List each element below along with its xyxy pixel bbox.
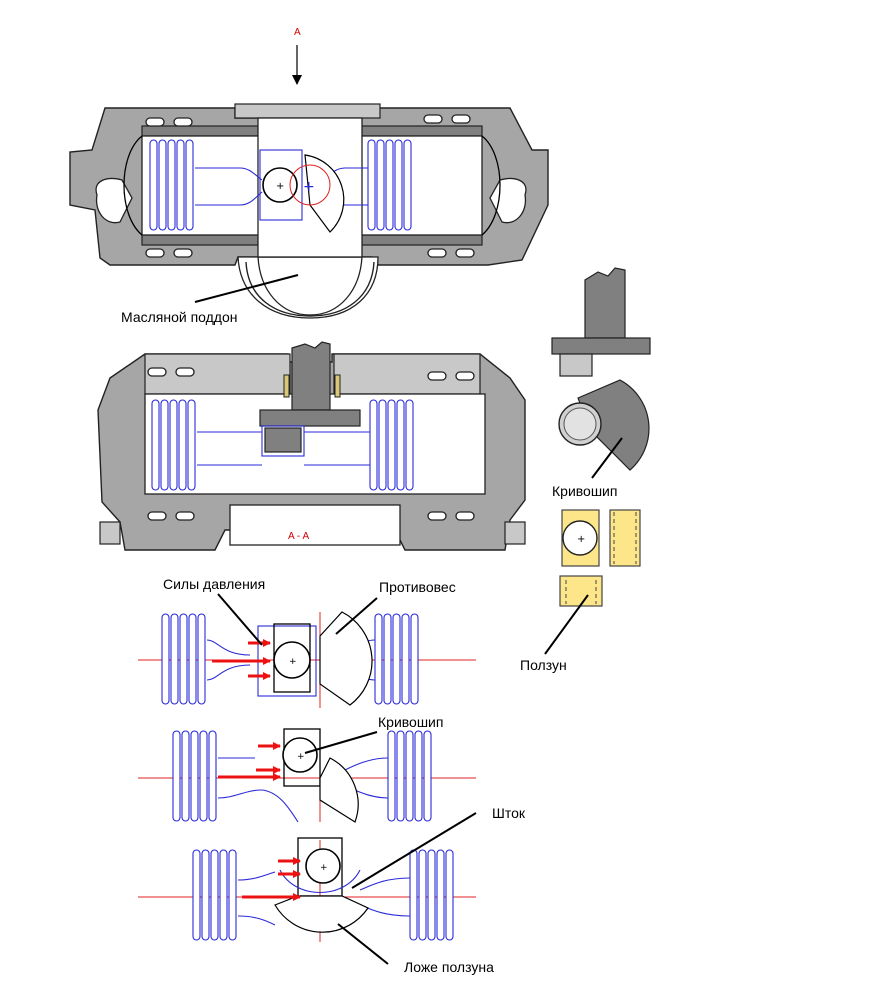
center-mark-top: + <box>276 181 284 192</box>
bolt-right <box>504 521 526 545</box>
crank-label-right: Кривошип <box>552 483 617 499</box>
section-left-fins <box>151 399 196 491</box>
brass-liner-right <box>334 374 341 398</box>
crank-flange-side <box>551 337 651 355</box>
slider-bore <box>562 520 598 556</box>
yoke-arc-2 <box>261 789 299 823</box>
counterweight-label: Противовес <box>379 579 456 595</box>
slider-label: Ползун <box>520 657 567 673</box>
slider-side-hidden <box>613 512 637 564</box>
slider-bed-3 <box>279 869 361 893</box>
fins-right-2 <box>387 730 432 822</box>
mechanism-position-2: + <box>138 728 476 823</box>
rod-leader <box>351 812 477 889</box>
crank-pin-3 <box>305 848 341 884</box>
center-mark-3: + <box>320 863 328 873</box>
left-bore-arc <box>123 135 143 236</box>
slider-leader <box>544 594 589 655</box>
oil-pan <box>237 256 379 319</box>
section-arrow-letter: A <box>294 27 301 38</box>
pressure-forces-label: Силы давления <box>163 576 265 592</box>
fins-left-2 <box>172 730 217 822</box>
crankshaft-side-view <box>584 267 626 339</box>
section-top-cover <box>144 353 291 395</box>
crank-flange-section <box>259 409 361 427</box>
counterweight-2 <box>319 757 359 823</box>
crank-pin-2 <box>282 737 318 773</box>
pressure-forces-leader <box>217 593 263 646</box>
section-aa-label: A - A <box>288 531 309 542</box>
center-mark-2: + <box>297 752 305 762</box>
left-piston-fins <box>149 139 194 231</box>
counterweight-leader <box>335 597 378 635</box>
section-lower-cavity <box>229 504 401 546</box>
crank-pin-side <box>559 353 593 377</box>
counterweight-1 <box>319 611 373 706</box>
slider-section <box>264 427 302 453</box>
right-side-pocket <box>489 177 527 224</box>
center-mark-top-blue: + <box>303 179 315 195</box>
crank-label-middle: Кривошип <box>378 714 443 730</box>
slider-center-mark: + <box>577 534 585 545</box>
oil-pan-leader <box>194 274 299 303</box>
fins-right-1 <box>374 613 419 705</box>
crank-leader-right <box>591 437 623 479</box>
slider-frame-section <box>261 425 305 457</box>
crank-pin-end-inner <box>563 407 597 441</box>
oil-pan-outline <box>245 261 375 317</box>
mechanism-position-3: + <box>138 837 476 942</box>
crank-web <box>577 379 650 471</box>
slider-bottom-hidden <box>565 580 597 604</box>
counterweight-top <box>304 154 345 233</box>
counterweight-3 <box>274 895 369 933</box>
section-rods <box>197 431 370 466</box>
rod-left-3 <box>237 871 276 926</box>
fins-right-3 <box>409 849 454 941</box>
crank-offset-circle <box>289 164 331 206</box>
oil-pan-label: Масляной поддон <box>121 309 238 325</box>
right-piston-fins <box>367 139 412 231</box>
section-top-cover-right <box>333 353 481 395</box>
fins-left-3 <box>192 849 237 941</box>
center-mark-1: + <box>289 657 297 667</box>
crank-pin-1 <box>273 641 311 679</box>
slider-bed-label: Ложе ползуна <box>404 959 494 975</box>
section-right-fins <box>369 399 414 491</box>
rod-left-1 <box>206 639 251 681</box>
fins-left-1 <box>161 613 206 705</box>
crank-leader-middle <box>304 731 378 754</box>
left-side-pocket <box>95 177 133 224</box>
mechanism-position-1: + <box>138 611 476 708</box>
slider-part-views: + <box>559 509 641 607</box>
crank-shaft-section <box>291 341 331 411</box>
rod-left-2 <box>217 757 263 799</box>
rod-label: Шток <box>492 805 526 821</box>
right-bore-arc <box>481 135 501 236</box>
crank-part-views <box>551 267 651 471</box>
slider-bed-leader <box>337 923 389 965</box>
slider-yoke-top <box>259 149 303 221</box>
crank-pin-top <box>262 167 298 203</box>
top-cover-plate <box>234 103 381 119</box>
top-view: A + + <box>69 27 549 319</box>
section-aa-view <box>97 341 526 551</box>
slider-side <box>609 509 641 567</box>
brass-liner-left <box>283 374 290 398</box>
bolt-left <box>99 521 121 545</box>
